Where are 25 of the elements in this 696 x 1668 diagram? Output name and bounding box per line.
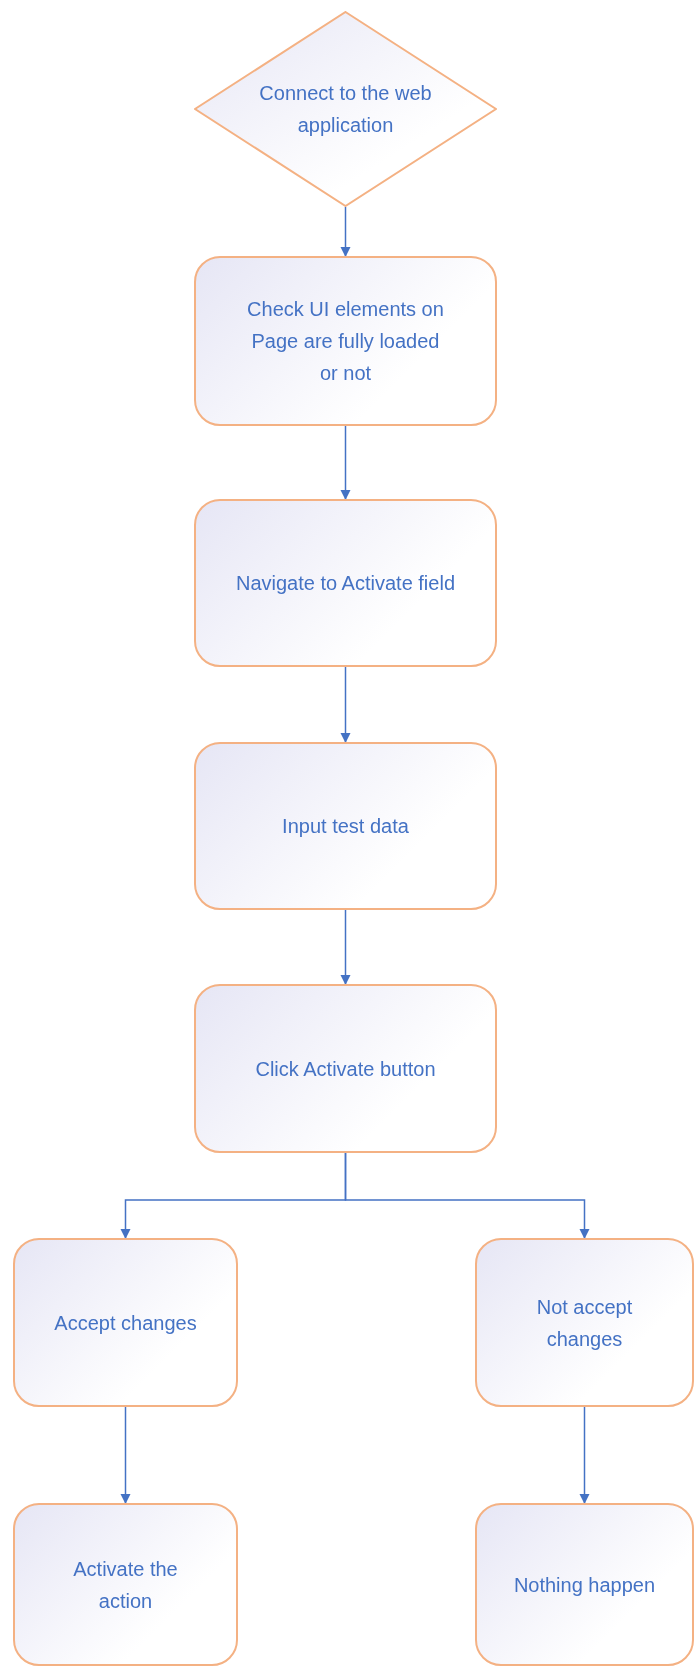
process-box <box>194 984 497 1153</box>
arrow <box>120 1406 131 1505</box>
process-box <box>194 499 497 667</box>
decision-diamond <box>194 11 497 207</box>
arrow <box>340 425 351 501</box>
step-label: Check UI elements on Page are fully loaded or not <box>246 297 445 386</box>
arrow <box>340 666 351 744</box>
step-label: Accept changes <box>53 1310 198 1336</box>
step-label: Connect to the web application <box>258 81 433 138</box>
step-label: Not accept changes <box>535 1294 634 1352</box>
step-label: Nothing happen <box>512 1572 657 1598</box>
process-box <box>13 1238 238 1407</box>
arrow <box>340 206 351 258</box>
process-box <box>194 742 497 910</box>
arrow <box>579 1406 590 1505</box>
step-label: Navigate to Activate field <box>235 571 456 596</box>
arrow <box>344 1152 590 1240</box>
process-box <box>475 1238 694 1407</box>
step-label: Input test data <box>281 814 410 839</box>
process-box <box>194 256 497 426</box>
process-box <box>475 1503 694 1666</box>
step-label: Click Activate button <box>254 1056 437 1082</box>
arrow <box>340 909 351 986</box>
process-box <box>13 1503 238 1666</box>
step-label: Activate the action <box>72 1556 179 1614</box>
